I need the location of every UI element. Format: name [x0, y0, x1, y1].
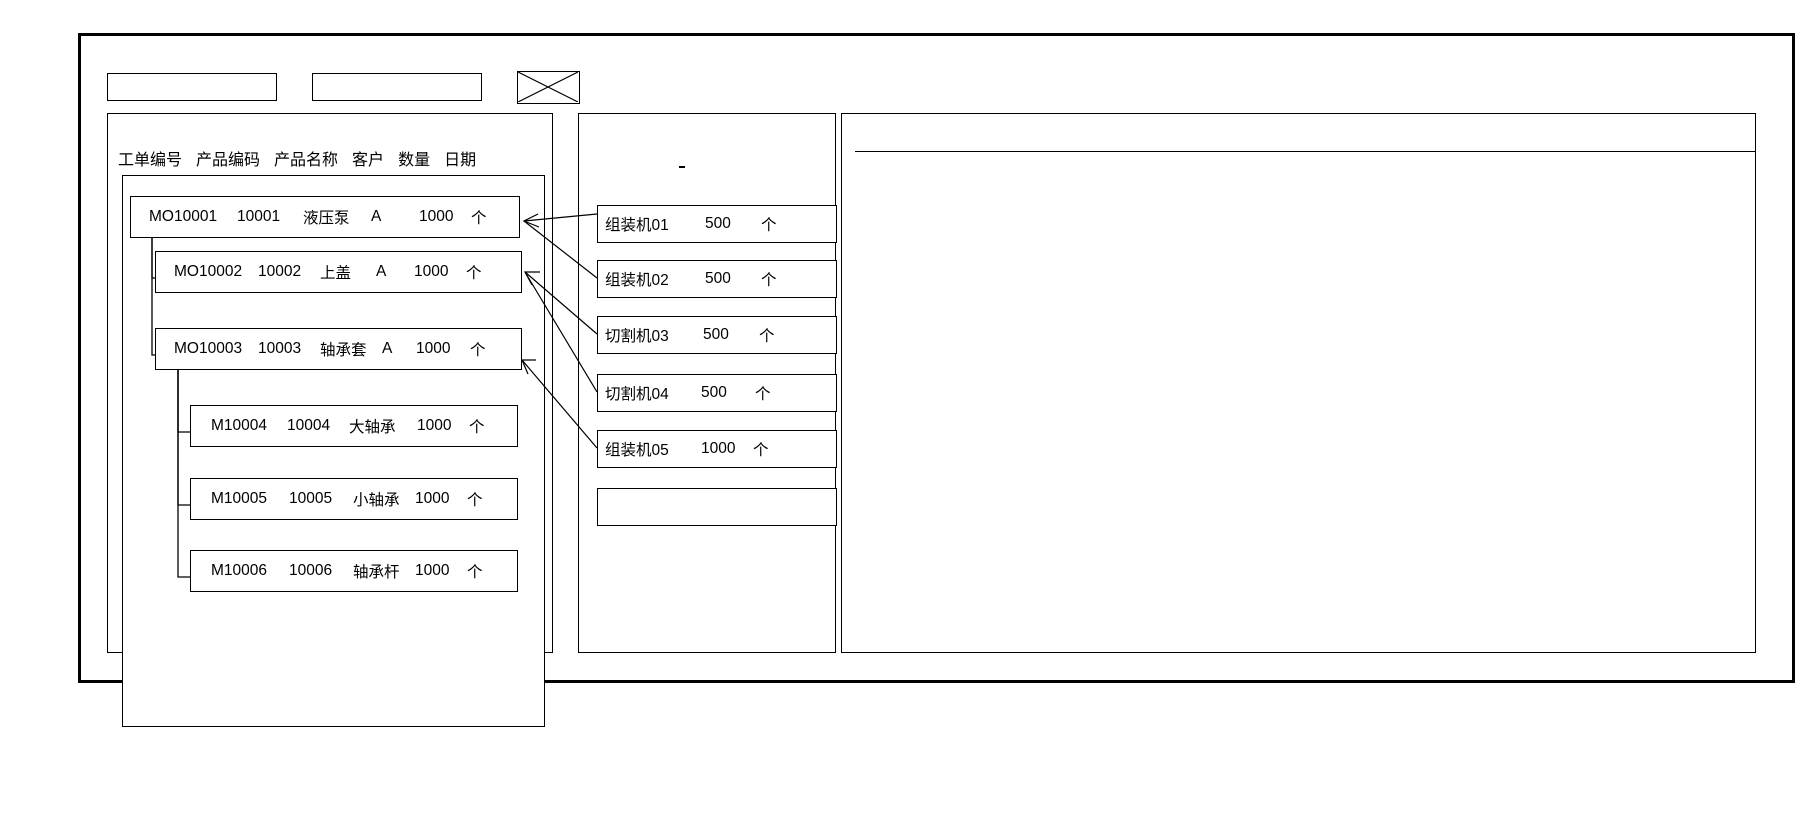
machine-box[interactable]: 切割机03 500 个	[597, 316, 837, 354]
machine-qty: 1000	[701, 440, 736, 457]
row-qty: 1000	[417, 417, 452, 434]
row-order-no: MO10003	[174, 340, 243, 357]
machine-box[interactable]: 组装机01 500 个	[597, 205, 837, 243]
machine-name: 切割机04	[605, 386, 669, 403]
row-customer: A	[376, 263, 387, 280]
column-header-date: 日期	[444, 152, 477, 169]
row-product-name: 轴承杆	[353, 564, 400, 581]
middle-panel-dash-mark	[679, 166, 685, 168]
row-product-code: 10006	[289, 562, 333, 579]
right-panel-body-text	[858, 160, 1738, 640]
table-row[interactable]: M10004 10004 大轴承 1000 个	[190, 405, 518, 447]
table-row[interactable]: MO10002 10002 上盖 A 1000 个	[155, 251, 522, 293]
machine-box-empty[interactable]	[597, 488, 837, 526]
table-row[interactable]: MO10001 10001 液压泵 A 1000 个	[130, 196, 520, 238]
table-row[interactable]: MO10003 10003 轴承套 A 1000 个	[155, 328, 522, 370]
toolbar	[107, 70, 580, 104]
toolbar-field-2[interactable]	[312, 73, 482, 101]
row-customer: A	[382, 340, 393, 357]
machine-unit: 个	[759, 328, 775, 345]
row-qty: 1000	[415, 490, 450, 507]
machine-unit: 个	[761, 272, 777, 289]
row-order-no: M10004	[211, 417, 268, 434]
machine-unit: 个	[755, 386, 771, 403]
column-header-customer: 客户	[352, 152, 385, 169]
row-order-no: MO10001	[149, 208, 218, 225]
row-product-code: 10005	[289, 490, 333, 507]
machine-name: 组装机05	[605, 442, 669, 459]
machine-name: 组装机01	[605, 217, 669, 234]
row-qty: 1000	[419, 208, 454, 225]
row-unit: 个	[471, 210, 487, 227]
row-unit: 个	[469, 419, 485, 436]
cross-box-icon	[518, 71, 578, 102]
row-product-code: 10002	[258, 263, 302, 280]
row-product-name: 上盖	[320, 265, 352, 282]
machine-qty: 500	[701, 384, 727, 401]
machine-qty: 500	[705, 215, 731, 232]
toolbar-field-1[interactable]	[107, 73, 277, 101]
right-panel-header-divider	[855, 151, 1755, 152]
column-header-product-name: 产品名称	[274, 152, 339, 169]
row-order-no: M10005	[211, 490, 268, 507]
row-customer: A	[371, 208, 382, 225]
machine-box[interactable]: 组装机05 1000 个	[597, 430, 837, 468]
row-product-code: 10003	[258, 340, 302, 357]
row-qty: 1000	[414, 263, 449, 280]
right-panel-header-text	[858, 120, 1738, 148]
column-header-product-code: 产品编码	[196, 152, 261, 169]
row-qty: 1000	[415, 562, 450, 579]
machine-unit: 个	[761, 217, 777, 234]
machine-qty: 500	[705, 270, 731, 287]
row-order-no: MO10002	[174, 263, 243, 280]
right-panel	[841, 113, 1756, 653]
row-unit: 个	[466, 265, 482, 282]
row-order-no: M10006	[211, 562, 268, 579]
column-header-order-no: 工单编号	[118, 152, 183, 169]
row-product-code: 10004	[287, 417, 331, 434]
row-product-code: 10001	[237, 208, 281, 225]
row-qty: 1000	[416, 340, 451, 357]
row-product-name: 小轴承	[353, 492, 400, 509]
image-placeholder-icon[interactable]	[517, 70, 580, 104]
column-header-qty: 数量	[398, 152, 431, 169]
row-product-name: 大轴承	[349, 419, 396, 436]
row-product-name: 轴承套	[320, 342, 367, 359]
table-row[interactable]: M10006 10006 轴承杆 1000 个	[190, 550, 518, 592]
table-row[interactable]: M10005 10005 小轴承 1000 个	[190, 478, 518, 520]
machine-box[interactable]: 切割机04 500 个	[597, 374, 837, 412]
machine-name: 切割机03	[605, 328, 669, 345]
machine-name: 组装机02	[605, 272, 669, 289]
row-product-name: 液压泵	[303, 210, 350, 227]
row-unit: 个	[467, 492, 483, 509]
row-unit: 个	[467, 564, 483, 581]
machine-unit: 个	[753, 442, 769, 459]
machine-box[interactable]: 组装机02 500 个	[597, 260, 837, 298]
machine-qty: 500	[703, 326, 729, 343]
table-header: 工单编号 产品编码 产品名称 客户 数量 日期	[118, 145, 538, 171]
row-unit: 个	[470, 342, 486, 359]
